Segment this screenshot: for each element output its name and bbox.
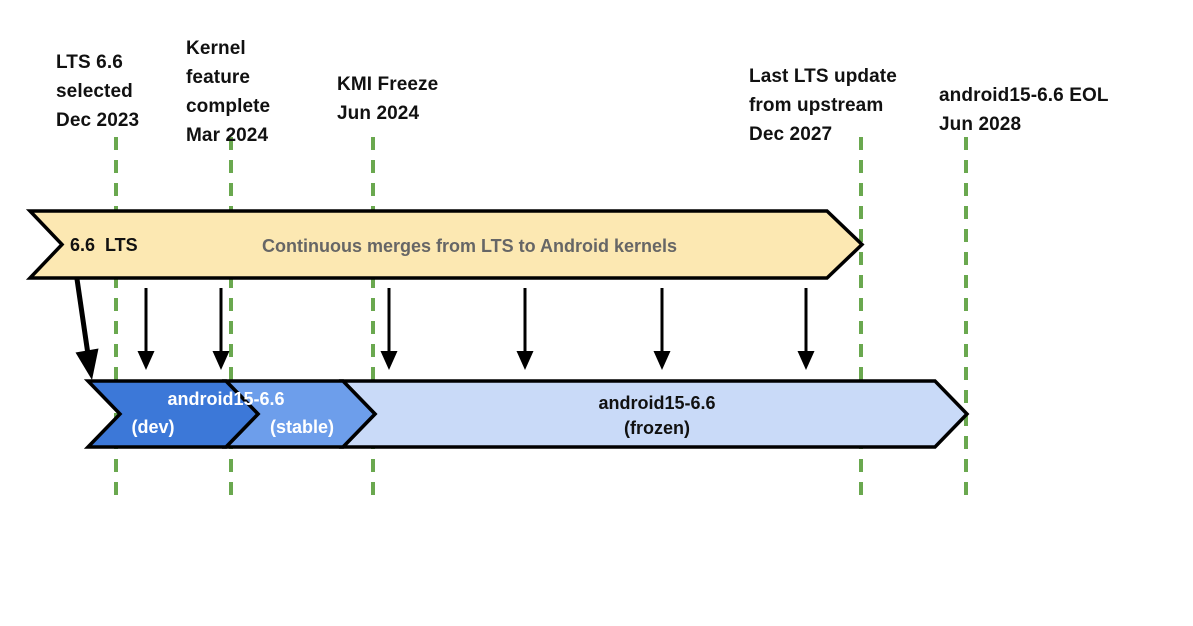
merge-arrow-2 bbox=[212, 288, 230, 370]
merge-arrow-4-head bbox=[516, 351, 534, 370]
merge-arrow-3 bbox=[380, 288, 398, 370]
milestone-label-eol: android15-6.6 EOL Jun 2028 bbox=[939, 85, 1109, 135]
milestone-label-last-lts-update: Last LTS update from upstream Dec 2027 bbox=[749, 66, 897, 145]
frozen-banner-stage: (frozen) bbox=[624, 418, 690, 438]
dev-banner-title: android15-6.6 bbox=[167, 389, 285, 409]
dev-banner-shape bbox=[83, 379, 261, 449]
merge-arrow-6 bbox=[797, 288, 815, 370]
milestone-label-lts-selected: LTS 6.6 selected Dec 2023 bbox=[56, 52, 140, 131]
stable-banner-stage: (stable) bbox=[269, 417, 334, 437]
merge-arrow-5 bbox=[653, 288, 671, 370]
lts-merges-description: Continuous merges from LTS to Android ke… bbox=[262, 236, 678, 256]
lts-version-label: 6.6 LTS bbox=[70, 235, 138, 255]
dev-banner-stage: (dev) bbox=[131, 417, 175, 437]
milestone-label-kmi-freeze: KMI Freeze Jun 2024 bbox=[337, 74, 439, 124]
lts-branch-arrow bbox=[74, 278, 99, 380]
frozen-banner-title: android15-6.6 bbox=[598, 393, 716, 413]
merge-arrow-6-head bbox=[797, 351, 815, 370]
lts-banner-shape bbox=[25, 209, 865, 280]
merge-arrow-5-head bbox=[653, 351, 671, 370]
lts-branch-arrow-head bbox=[75, 348, 99, 380]
merge-arrow-4 bbox=[516, 288, 534, 370]
lts-branch-arrow-shaft bbox=[74, 278, 90, 352]
merge-arrow-1-head bbox=[137, 351, 155, 370]
merge-arrow-3-head bbox=[380, 351, 398, 370]
merge-arrow-2-head bbox=[212, 351, 230, 370]
milestone-label-feature-complete: Kernel feature complete Mar 2024 bbox=[186, 38, 271, 146]
merge-arrow-1 bbox=[137, 288, 155, 370]
